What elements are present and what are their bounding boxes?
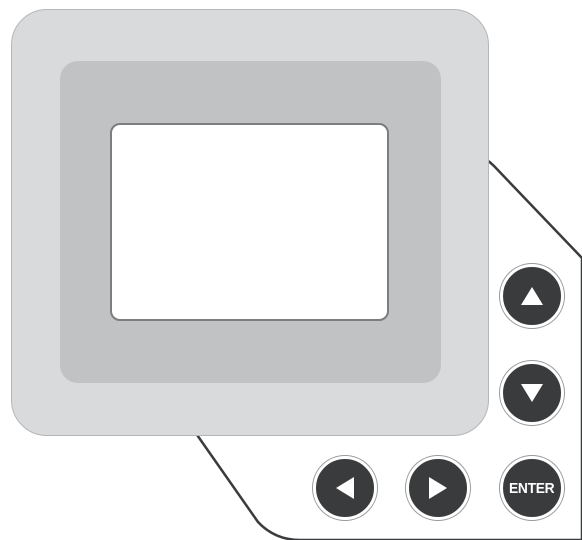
enter-button[interactable]: ENTER [500,456,564,520]
triangle-left-icon [335,476,355,500]
triangle-down-icon [520,383,544,403]
display-screen [110,123,389,321]
triangle-up-icon [520,286,544,306]
enter-label: ENTER [509,480,554,497]
right-button[interactable] [406,456,470,520]
left-button[interactable] [313,456,377,520]
up-button[interactable] [500,264,564,328]
triangle-right-icon [428,476,448,500]
down-button[interactable] [500,361,564,425]
